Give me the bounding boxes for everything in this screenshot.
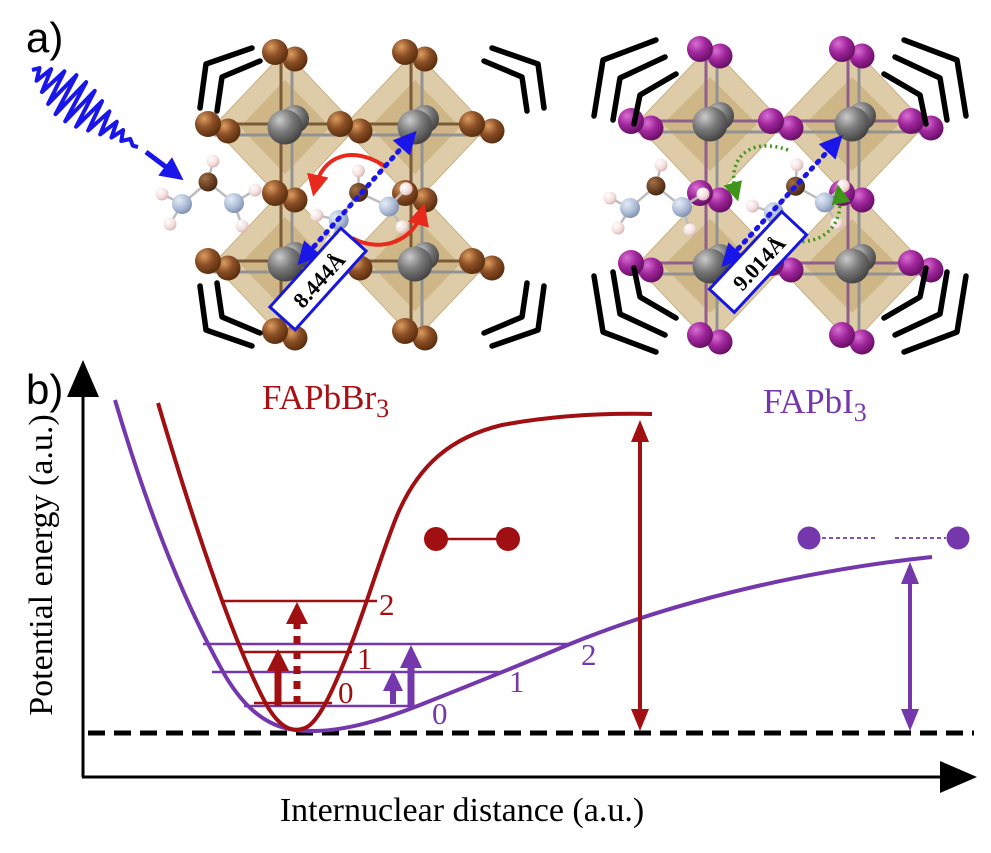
level-label-br-2: 2 <box>379 587 395 622</box>
panel-b-label: b) <box>26 366 63 413</box>
x-axis-arrow-icon <box>940 761 977 793</box>
photon-wave-icon <box>31 66 139 149</box>
formula-fapbi3: FAPbI3 <box>763 382 867 427</box>
potential-curve-fapbi3 <box>113 399 933 734</box>
transition-arrow-dashed-red <box>286 602 308 704</box>
y-axis-arrow-icon <box>67 360 99 397</box>
energy-levels-fapbi3 <box>203 642 570 708</box>
level-label-i-0: 0 <box>432 696 448 731</box>
potential-curve-fapbbr3 <box>156 402 653 732</box>
transition-arrow-large-purple <box>400 645 422 706</box>
pb-pb-distance-arrow-left <box>297 130 417 266</box>
panel-a-label: a) <box>26 14 63 61</box>
diatomic-bond-fapbbr3 <box>424 527 520 551</box>
transition-arrow-small-purple <box>383 670 403 704</box>
level-label-i-2: 2 <box>581 637 597 672</box>
octahedra <box>635 45 927 345</box>
formula-fapbbr3: FAPbBr3 <box>262 378 389 423</box>
x-axis-label: Internuclear distance (a.u.) <box>280 792 644 829</box>
lattice-fapbbr3: 8.444Å <box>154 39 545 351</box>
corner-marks-right <box>594 40 966 352</box>
level-label-br-1: 1 <box>357 641 373 676</box>
level-label-br-0: 0 <box>338 675 354 710</box>
y-axis-label: Potential energy (a.u.) <box>23 414 60 716</box>
transition-arrow-solid-red <box>267 649 289 706</box>
dissociation-arrow-fapbbr3 <box>631 420 649 731</box>
diatomic-bond-fapbi3 <box>797 526 970 550</box>
lattice-fapbi3: 9.014Å <box>594 36 966 355</box>
panel-a: a) <box>26 14 966 355</box>
pb-pb-distance-arrow-right <box>721 134 843 268</box>
panel-b: b) Potential energy (a.u.) Internuclear … <box>23 360 977 829</box>
fa-molecule-free-left <box>154 153 263 234</box>
level-label-i-1: 1 <box>509 664 525 699</box>
photon-arrow <box>144 150 184 181</box>
dissociation-arrow-fapbi3 <box>901 562 919 731</box>
